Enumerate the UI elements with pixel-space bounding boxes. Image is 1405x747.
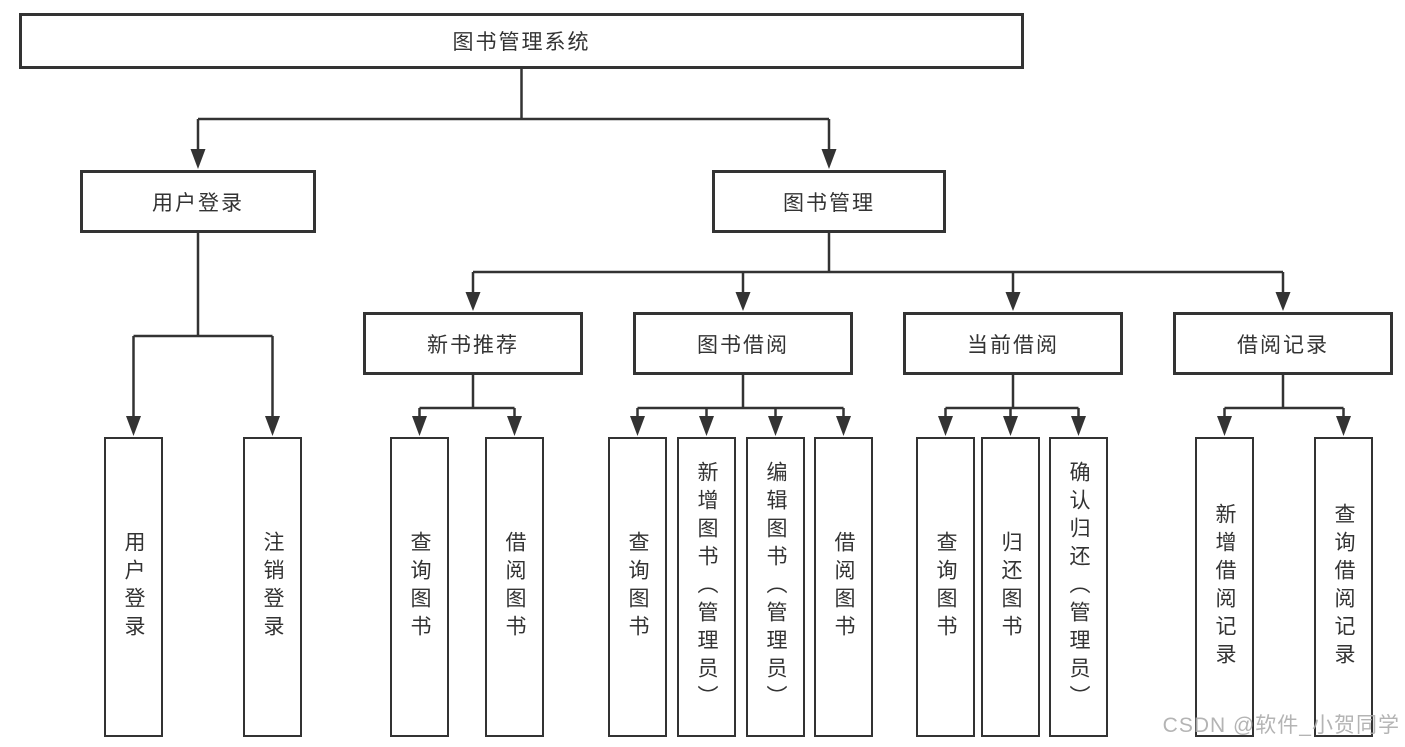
arrowhead-icon bbox=[465, 292, 481, 311]
arrowhead-icon bbox=[507, 416, 522, 436]
leaf-borrow-query-books: 查询图书 bbox=[608, 437, 667, 737]
arrowhead-icon bbox=[1275, 292, 1291, 311]
node-user-login: 用户登录 bbox=[80, 170, 316, 233]
connector-current-borrow-to-leaves bbox=[938, 375, 1086, 436]
connector-new-book-recommend-to-leaves bbox=[412, 375, 522, 436]
leaf-user-login: 用户登录 bbox=[104, 437, 163, 737]
connector-root-to-level2 bbox=[190, 69, 837, 169]
node-label: 编辑图书（管理员） bbox=[764, 461, 787, 713]
arrowhead-icon bbox=[190, 149, 206, 169]
node-new-book-recommend: 新书推荐 bbox=[363, 312, 583, 375]
arrowhead-icon bbox=[768, 416, 783, 436]
arrowhead-icon bbox=[938, 416, 953, 436]
leaf-borrow-edit-books-admin: 编辑图书（管理员） bbox=[746, 437, 805, 737]
leaf-current-return-books: 归还图书 bbox=[981, 437, 1040, 737]
node-label: 图书借阅 bbox=[697, 333, 789, 357]
node-label: 新书推荐 bbox=[427, 333, 519, 357]
node-label: 借阅图书 bbox=[503, 531, 526, 643]
node-label: 新增图书（管理员） bbox=[695, 461, 718, 713]
node-label: 借阅记录 bbox=[1237, 333, 1329, 357]
node-label: 归还图书 bbox=[999, 531, 1022, 643]
leaf-records-add-record: 新增借阅记录 bbox=[1195, 437, 1254, 737]
node-label: 查询图书 bbox=[408, 531, 431, 643]
leaf-logout: 注销登录 bbox=[243, 437, 302, 737]
node-label: 借阅图书 bbox=[832, 531, 855, 643]
connector-user-login-to-leaves bbox=[126, 233, 280, 436]
node-label: 图书管理 bbox=[783, 191, 875, 215]
leaf-newbook-query-books: 查询图书 bbox=[390, 437, 449, 737]
node-current-borrow: 当前借阅 bbox=[903, 312, 1123, 375]
node-label: 新增借阅记录 bbox=[1213, 503, 1236, 671]
arrowhead-icon bbox=[412, 416, 427, 436]
connector-borrow-records-to-leaves bbox=[1217, 375, 1351, 436]
arrowhead-icon bbox=[821, 149, 837, 169]
leaf-current-confirm-return-admin: 确认归还（管理员） bbox=[1049, 437, 1108, 737]
arrowhead-icon bbox=[126, 416, 141, 436]
node-borrow-records: 借阅记录 bbox=[1173, 312, 1393, 375]
node-root-system: 图书管理系统 bbox=[19, 13, 1024, 69]
arrowhead-icon bbox=[836, 416, 851, 436]
node-label: 图书管理系统 bbox=[452, 31, 591, 54]
node-label: 注销登录 bbox=[261, 531, 284, 643]
node-label: 当前借阅 bbox=[967, 333, 1059, 357]
arrowhead-icon bbox=[265, 416, 280, 436]
arrowhead-icon bbox=[1005, 292, 1021, 311]
csdn-watermark: CSDN @软件_小贺同学 bbox=[1162, 714, 1400, 737]
arrowhead-icon bbox=[1336, 416, 1351, 436]
arrowhead-icon bbox=[699, 416, 714, 436]
node-label: 用户登录 bbox=[122, 531, 145, 643]
node-label: 查询图书 bbox=[626, 531, 649, 643]
leaf-borrow-add-books-admin: 新增图书（管理员） bbox=[677, 437, 736, 737]
arrowhead-icon bbox=[1003, 416, 1018, 436]
leaf-current-query-books: 查询图书 bbox=[916, 437, 975, 737]
arrowhead-icon bbox=[1071, 416, 1086, 436]
arrowhead-icon bbox=[735, 292, 751, 311]
leaf-borrow-borrow-books: 借阅图书 bbox=[814, 437, 873, 737]
node-book-borrow: 图书借阅 bbox=[633, 312, 853, 375]
leaf-newbook-borrow-books: 借阅图书 bbox=[485, 437, 544, 737]
node-label: 用户登录 bbox=[152, 191, 244, 215]
arrowhead-icon bbox=[630, 416, 645, 436]
arrowhead-icon bbox=[1217, 416, 1232, 436]
connector-book-borrow-to-leaves bbox=[630, 375, 851, 436]
leaf-records-query-record: 查询借阅记录 bbox=[1314, 437, 1373, 737]
node-label: 确认归还（管理员） bbox=[1067, 461, 1090, 713]
node-label: 查询借阅记录 bbox=[1332, 503, 1355, 671]
connector-book-management-to-level3 bbox=[465, 233, 1291, 311]
node-book-management: 图书管理 bbox=[712, 170, 946, 233]
node-label: 查询图书 bbox=[934, 531, 957, 643]
